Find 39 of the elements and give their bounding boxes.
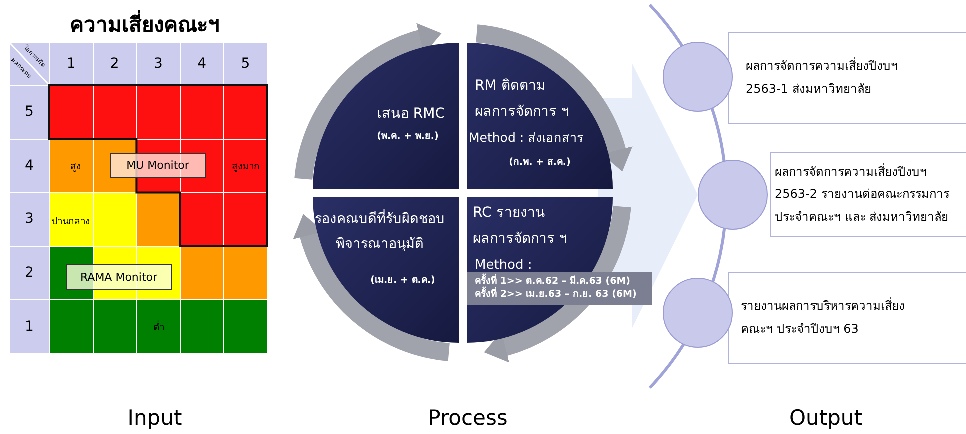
zone-label: สูง [70, 160, 82, 174]
panel-text: (พ.ค. + พ.ย.) [376, 131, 440, 144]
row-header: 4 [10, 140, 49, 192]
column-header: 4 [180, 43, 224, 85]
section-label: Input [128, 406, 182, 430]
panel-text: RC รายงาน ผลการจัดการ ฯ [473, 204, 568, 249]
panel-text: Method : ส่งเอกสาร [469, 130, 586, 146]
monitor-box: MU Monitor [110, 153, 206, 178]
row-header: 3 [10, 193, 49, 246]
panel-text: (เม.ย. + ต.ค.) [370, 275, 436, 288]
output-box [728, 32, 966, 124]
panel-text: (ก.พ. + ส.ค.) [508, 157, 572, 170]
column-header: 2 [94, 43, 136, 85]
section-label: Output [790, 406, 862, 430]
section-label: Process [428, 406, 508, 430]
row-header: 1 [10, 300, 49, 353]
cycle-arrow [484, 206, 632, 362]
title: ความเสี่ยงคณะฯ [0, 8, 290, 41]
column-header: 1 [50, 43, 93, 85]
output-box [728, 272, 966, 364]
cycle-arrow [476, 24, 632, 172]
output-text: ผลการจัดการความเสี่ยงปีงบฯ 2563-2 รายงานต่อคณะกรรมการ ประจำคณะฯ และ ส่งมหาวิทยาลัย [775, 162, 950, 226]
panel-text: เสนอ RMC [376, 105, 446, 124]
row-header: 5 [10, 86, 49, 139]
cycle-arrow [294, 214, 450, 362]
zone-label: ต่ำ [154, 320, 164, 334]
cycle-arrow [294, 24, 442, 180]
output-box [770, 152, 966, 237]
output-text: ผลการจัดการความเสี่ยงปีงบฯ 2563-1 ส่งมหาวิทยาลัย [746, 56, 899, 98]
column-header: 3 [137, 43, 180, 85]
panel-text: Method : [475, 258, 534, 274]
output-text: รายงานผลการบริหารความเสี่ยง คณะฯ ประจำปีงบฯ 63 [741, 296, 906, 338]
panel-text: รองคณบดีที่รับผิดชอบ พิจารณาอนุมัติ [314, 208, 446, 254]
zone-label: สูงมาก [232, 160, 260, 174]
row-header: 2 [10, 246, 49, 300]
zone-label: ปานกลาง [52, 216, 90, 228]
panel-text: RM ติดตาม ผลการจัดการ ฯ [475, 77, 570, 122]
monitor-box: RAMA Monitor [66, 264, 172, 290]
column-header: 5 [224, 43, 267, 85]
